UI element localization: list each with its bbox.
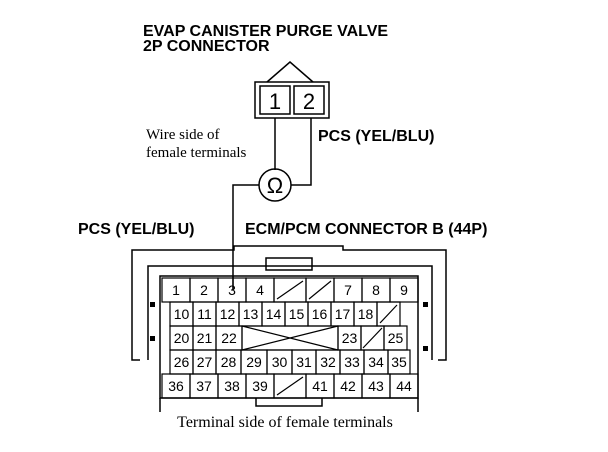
terminal-number: 7 (344, 282, 352, 298)
terminal-number: 4 (256, 282, 264, 298)
terminal-number: 29 (246, 354, 262, 370)
terminal-number: 28 (221, 354, 237, 370)
terminal-number: 30 (272, 354, 288, 370)
lead-to-ecm (232, 184, 259, 290)
latch-left-bottom (150, 336, 155, 341)
terminal-number: 43 (368, 378, 384, 394)
pcs-right-label: PCS (YEL/BLU) (318, 128, 434, 145)
ecm-connector-housing (131, 245, 447, 412)
terminal-number: 11 (197, 306, 212, 322)
title-line-2: 2P CONNECTOR (143, 38, 270, 55)
terminal-number: 36 (168, 378, 184, 394)
housing-bottom-tab (255, 398, 323, 407)
housing-key (265, 257, 313, 271)
housing-inner (147, 265, 433, 360)
pin-cell-1 (259, 85, 291, 115)
terminal-side-label: Terminal side of female terminals (177, 414, 393, 431)
small-connector (254, 61, 330, 119)
terminal-number: 10 (174, 306, 190, 322)
terminal-number: 41 (312, 378, 328, 394)
terminal-number: 42 (340, 378, 356, 394)
terminal-number: 44 (396, 378, 412, 394)
wire-side-label-1: Wire side of (146, 127, 220, 143)
terminal-number: 25 (388, 330, 404, 346)
terminal-number: 2 (200, 282, 208, 298)
meter-leads (232, 118, 312, 290)
terminal-number: 33 (344, 354, 360, 370)
terminal-number: 16 (312, 306, 328, 322)
terminal-empty-slash (276, 280, 304, 300)
pcs-left-label: PCS (YEL/BLU) (78, 221, 194, 238)
terminal-number: 27 (197, 354, 213, 370)
title-line-1: EVAP CANISTER PURGE VALVE (143, 23, 388, 40)
lead-pin-2 (291, 118, 312, 186)
terminal-number: 23 (342, 330, 358, 346)
terminal-empty-slash (276, 376, 304, 396)
terminal-number: 21 (197, 330, 213, 346)
ohmmeter-circle (258, 168, 292, 202)
terminal-cell (389, 277, 419, 303)
pin-2-label: 2 (303, 89, 315, 114)
terminal-number: 38 (224, 378, 240, 394)
terminal-number: 18 (358, 306, 374, 322)
terminal-number: 8 (372, 282, 380, 298)
ohm-icon: Ω (267, 173, 283, 198)
terminal-empty-slash (379, 304, 398, 324)
connector-latch (266, 61, 314, 83)
terminal-number: 17 (335, 306, 351, 322)
pin-cell-2 (293, 85, 325, 115)
latch-right-bottom (423, 346, 428, 351)
terminal-number: 34 (368, 354, 384, 370)
terminal-number: 13 (243, 306, 259, 322)
terminal-number: 15 (289, 306, 305, 322)
terminal-number: 26 (174, 354, 190, 370)
terminal-number: 35 (391, 354, 407, 370)
terminal-empty-slash (362, 327, 383, 349)
terminal-number: 3 (228, 282, 236, 298)
latch-right-top (423, 302, 428, 307)
small-connector-body (254, 81, 330, 119)
terminal-number: 39 (252, 378, 268, 394)
housing-outer (131, 245, 447, 361)
terminal-cross-line (241, 325, 339, 351)
terminal-number: 20 (174, 330, 190, 346)
latch-left-top (150, 302, 155, 307)
terminal-number: 9 (400, 282, 408, 298)
terminal-cell (389, 373, 419, 399)
terminal-number: 22 (221, 330, 237, 346)
terminal-number: 14 (266, 306, 282, 322)
terminal-number: 31 (296, 354, 312, 370)
terminal-number: 12 (220, 306, 236, 322)
terminal-number: 1 (172, 282, 180, 298)
pin-1-label: 1 (269, 89, 281, 114)
terminal-empty-slash (308, 280, 332, 300)
ecm-connector-title: ECM/PCM CONNECTOR B (44P) (245, 221, 487, 238)
terminal-number: 37 (196, 378, 212, 394)
wire-side-label-2: female terminals (146, 145, 247, 161)
housing-latches (150, 302, 428, 351)
terminal-number: 32 (320, 354, 336, 370)
